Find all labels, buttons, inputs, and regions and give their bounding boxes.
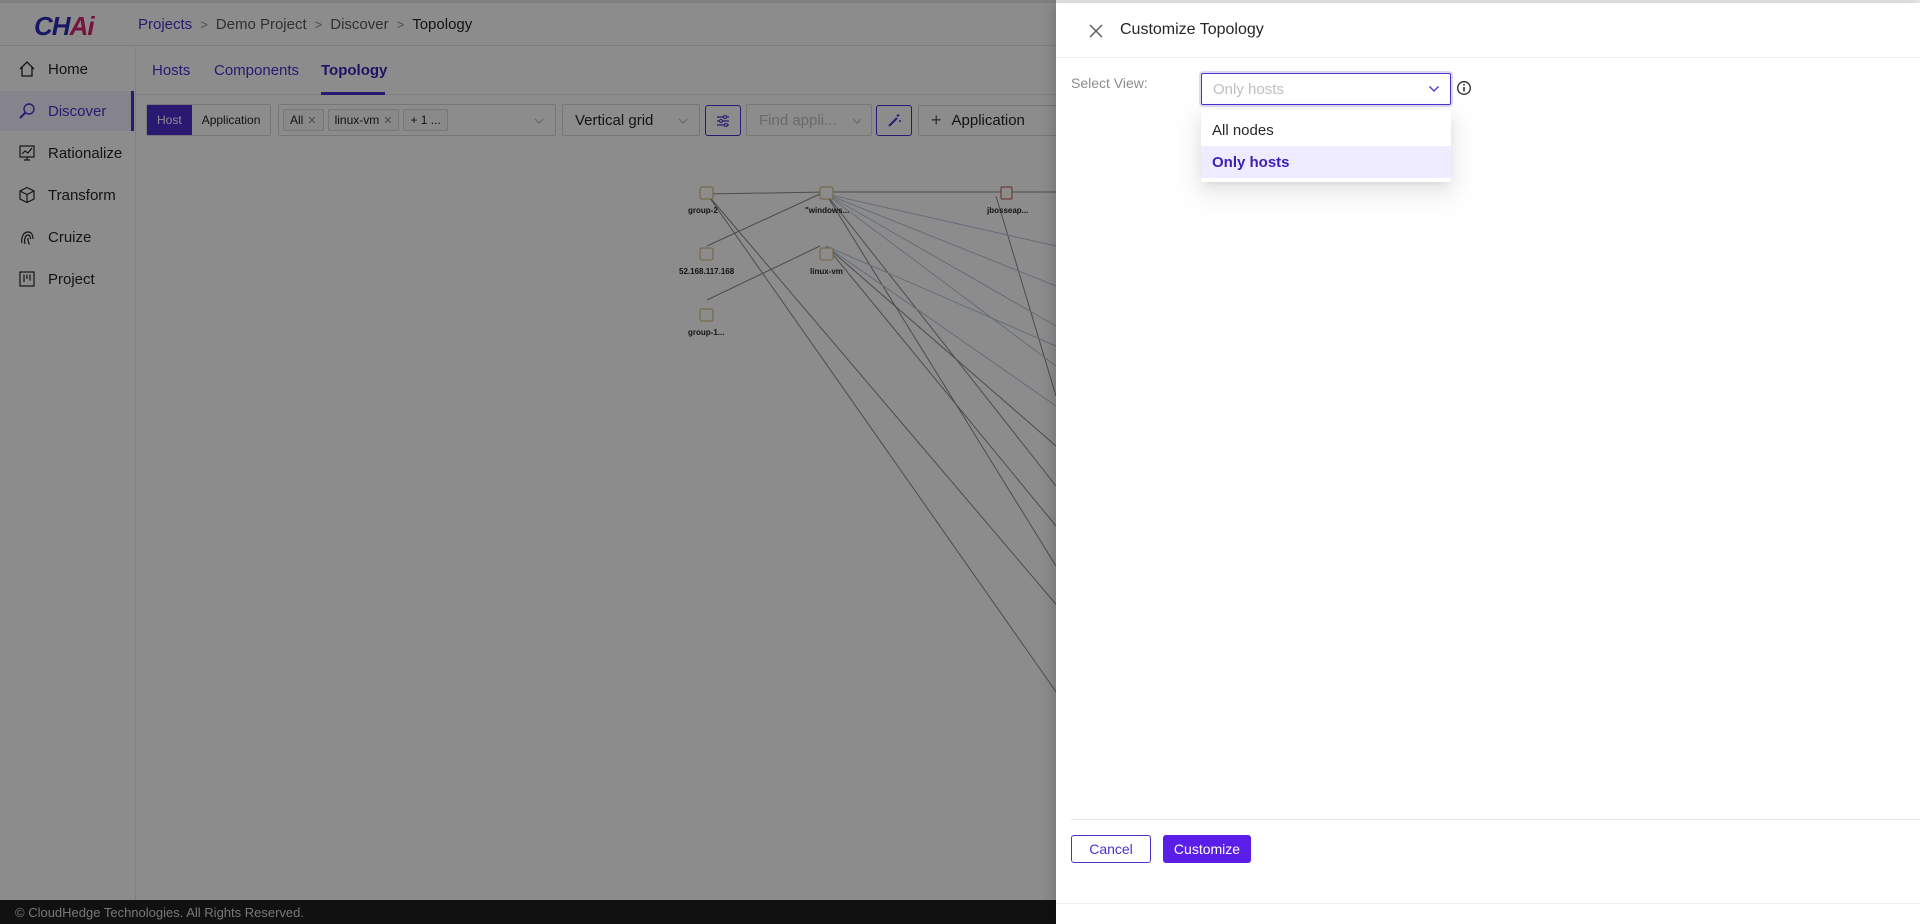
home-icon	[18, 60, 36, 78]
breadcrumb-discover[interactable]: Discover	[330, 16, 389, 33]
plus-icon: +	[931, 110, 942, 130]
sidebar-item-rationalize[interactable]: Rationalize	[0, 133, 134, 173]
chevron-down-icon	[852, 118, 862, 124]
chai-logo[interactable]: CHAi	[34, 11, 95, 41]
topology-node-label[interactable]: jbosseap...	[987, 206, 1029, 215]
find-application-select[interactable]: Find appli...	[746, 104, 872, 136]
topology-edges	[699, 186, 1067, 707]
customize-topology-drawer: Customize Topology Select View: Only hos…	[1056, 3, 1920, 924]
sidebar-item-label: Rationalize	[48, 144, 123, 162]
sliders-icon	[717, 114, 729, 127]
board-icon	[18, 270, 36, 288]
sidebar: Home Discover Rationalize Transform Crui…	[0, 47, 136, 900]
cube-icon	[18, 186, 36, 204]
customize-button[interactable]: Customize	[1163, 835, 1251, 863]
select-view-label: Select View:	[1071, 75, 1148, 91]
tab-hosts[interactable]: Hosts	[152, 62, 191, 79]
layout-select[interactable]: Vertical grid	[562, 104, 700, 136]
add-application-button[interactable]: + Application	[918, 105, 1058, 136]
sidebar-item-label: Discover	[48, 102, 107, 120]
sidebar-item-project[interactable]: Project	[0, 259, 134, 299]
filter-chip: linux-vm✕	[327, 109, 400, 131]
sidebar-item-transform[interactable]: Transform	[0, 175, 134, 215]
top-border	[0, 0, 1920, 3]
topology-node-label[interactable]: linux-vm	[810, 267, 843, 276]
drawer-header: Customize Topology	[1056, 3, 1920, 58]
chart-icon	[18, 144, 36, 162]
breadcrumb-separator-icon: >	[200, 17, 208, 32]
sidebar-item-home[interactable]: Home	[0, 49, 134, 89]
filter-multiselect[interactable]: All✕ linux-vm✕ + 1 ...	[278, 104, 556, 136]
discover-icon	[18, 102, 36, 120]
cancel-button[interactable]: Cancel	[1071, 835, 1151, 863]
breadcrumb-projects[interactable]: Projects	[138, 16, 193, 33]
toggle-application[interactable]: Application	[191, 105, 271, 135]
chip-close-icon[interactable]: ✕	[307, 114, 317, 127]
magic-wand-button[interactable]	[876, 105, 912, 136]
tab-components[interactable]: Components	[214, 62, 300, 79]
filter-settings-button[interactable]	[705, 105, 741, 136]
view-toggle: Host Application	[146, 104, 272, 136]
option-all-nodes[interactable]: All nodes	[1212, 121, 1274, 139]
chevron-down-icon	[678, 118, 688, 124]
filter-chip: All✕	[283, 109, 324, 131]
drawer-bottom-divider	[1056, 903, 1920, 904]
magic-wand-icon	[888, 113, 901, 127]
topology-node-label[interactable]: group-2	[688, 206, 718, 215]
topology-node-label[interactable]: 52.168.117.168	[679, 267, 735, 276]
close-icon[interactable]	[1086, 21, 1106, 41]
sidebar-item-discover[interactable]: Discover	[0, 91, 134, 131]
drawer-title: Customize Topology	[1120, 21, 1264, 38]
breadcrumb-current: Topology	[412, 16, 473, 33]
topology-node-label[interactable]: "windows...	[805, 206, 850, 215]
filter-chip-more: + 1 ...	[403, 109, 448, 131]
select-view-dropdown[interactable]: Only hosts	[1201, 73, 1451, 105]
sidebar-item-label: Transform	[48, 186, 116, 204]
select-view-value: Only hosts	[1213, 80, 1284, 98]
modal-mask[interactable]	[0, 0, 1056, 924]
topology-node-label[interactable]: group-1...	[688, 328, 725, 337]
breadcrumb-project[interactable]: Demo Project	[215, 16, 307, 33]
toggle-host[interactable]: Host	[147, 105, 192, 135]
sidebar-item-label: Home	[48, 60, 89, 78]
breadcrumb-separator-icon: >	[396, 17, 405, 32]
chevron-down-icon	[534, 118, 544, 124]
active-tab-indicator	[321, 92, 385, 95]
sidebar-item-label: Project	[48, 270, 95, 288]
sidebar-item-cruize[interactable]: Cruize	[0, 217, 134, 257]
option-only-hosts[interactable]: Only hosts	[1201, 146, 1451, 178]
sidebar-item-label: Cruize	[48, 228, 92, 246]
select-view-options: All nodes Only hosts	[1201, 110, 1451, 182]
chip-close-icon[interactable]: ✕	[383, 114, 393, 127]
footer-divider	[1071, 819, 1920, 820]
tab-topology[interactable]: Topology	[321, 62, 388, 79]
breadcrumb: Projects > Demo Project > Discover > Top…	[138, 16, 472, 33]
chevron-down-icon	[1429, 86, 1439, 92]
info-icon[interactable]	[1456, 80, 1472, 96]
fingerprint-icon	[18, 228, 36, 246]
breadcrumb-separator-icon: >	[314, 17, 323, 32]
topology-toolbar: Host Application All✕ linux-vm✕ + 1 ... …	[136, 96, 1920, 146]
